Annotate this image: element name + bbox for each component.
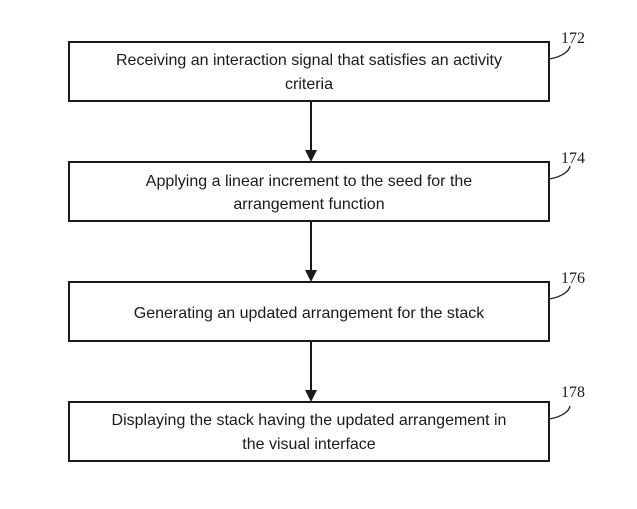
reference-numeral-176: 176 [561, 270, 585, 287]
reference-numeral-174: 174 [561, 150, 585, 167]
reference-leader-178 [548, 405, 571, 420]
reference-leader-172 [548, 45, 571, 60]
step-box-172 [68, 41, 550, 102]
reference-leader-176 [548, 285, 571, 300]
step-text-174-line-2: arrangement function [233, 196, 384, 213]
step-text-176-line-1: Generating an updated arrangement for th… [134, 305, 485, 322]
step-box-176 [68, 281, 550, 342]
flow-arrow-2 [305, 221, 317, 282]
flowchart-step-174: Applying a linear increment to the seed … [68, 150, 585, 222]
step-text-172-line-2: criteria [285, 76, 333, 93]
reference-numeral-178: 178 [561, 384, 585, 401]
step-box-174 [68, 161, 550, 222]
reference-numeral-172: 172 [561, 30, 585, 47]
flowchart-step-178: Displaying the stack having the updated … [68, 384, 585, 462]
step-text-174-line-1: Applying a linear increment to the seed … [146, 173, 473, 190]
step-text-178-line-1: Displaying the stack having the updated … [112, 412, 507, 429]
step-text-172-line-1: Receiving an interaction signal that sat… [116, 52, 502, 69]
flowchart-step-172: Receiving an interaction signal that sat… [68, 30, 585, 102]
flowchart-step-176: Generating an updated arrangement for th… [68, 270, 585, 342]
flow-arrow-1 [305, 101, 317, 162]
step-box-178 [68, 401, 550, 462]
flow-arrow-3 [305, 341, 317, 402]
reference-leader-174 [548, 165, 571, 180]
step-text-178-line-2: the visual interface [242, 436, 376, 453]
